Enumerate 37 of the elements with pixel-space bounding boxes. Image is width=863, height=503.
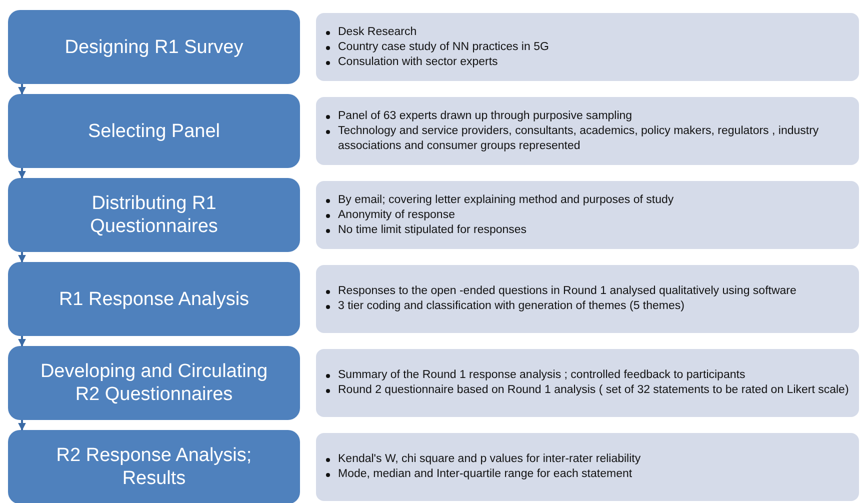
- step-box: [8, 346, 300, 420]
- bullet-item: Technology and service providers, consultants, academics, policy makers, regulators , industry associations and consumer groups represented: [338, 124, 820, 154]
- step-box: [8, 262, 300, 336]
- bullet-item: Mode, median and Inter-quartile range for each statement: [338, 467, 632, 482]
- arrow: [18, 84, 26, 95]
- step-title: R1 Response Analysis: [58, 288, 250, 310]
- bullet-item: Round 2 questionnaire based on Round 1 analysis ( set of 32 statements to be rated on Likert scale): [338, 383, 849, 398]
- step-box: [8, 178, 300, 252]
- step-title: Developing and Circulating R2 Questionnaires: [39, 360, 269, 406]
- bullet-item: Desk Research: [338, 24, 417, 40]
- step-title: Selecting Panel: [88, 120, 220, 142]
- bullet-item: Panel of 63 experts drawn up through purposive sampling: [338, 108, 632, 124]
- bullet-item: Kendal's W, chi square and p values for inter-rater reliability: [338, 452, 641, 467]
- detail-panel: [316, 265, 859, 333]
- arrow: [18, 420, 26, 431]
- bullet-item: 3 tier coding and classification with generation of themes (5 themes): [338, 299, 684, 314]
- step-box: [8, 430, 300, 503]
- detail-panel: [316, 433, 859, 501]
- detail-panel: [316, 97, 859, 165]
- step-title: Distributing R1 Questionnaires: [89, 192, 219, 238]
- bullet-item: Responses to the open -ended questions in Round 1 analysed qualitatively using software: [338, 284, 796, 299]
- bullet-item: Anonymity of response: [338, 208, 455, 222]
- detail-panel: [316, 181, 859, 249]
- bullet-item: No time limit stipulated for responses: [338, 222, 527, 238]
- bullet-item: Consulation with sector experts: [338, 54, 498, 70]
- detail-panel: [316, 349, 859, 417]
- step-title: R2 Response Analysis; Results: [55, 444, 253, 490]
- arrow: [18, 252, 26, 263]
- detail-panel: [316, 13, 859, 81]
- step-box: [8, 10, 300, 84]
- bullet-item: By email; covering letter explaining method and purposes of study: [338, 192, 674, 208]
- bullet-item: Country case study of NN practices in 5G: [338, 40, 549, 54]
- step-title: Designing R1 Survey: [64, 36, 244, 58]
- step-box: [8, 94, 300, 168]
- arrow: [18, 336, 26, 347]
- bullet-item: Summary of the Round 1 response analysis ; controlled feedback to participants: [338, 368, 746, 383]
- arrow: [18, 168, 26, 179]
